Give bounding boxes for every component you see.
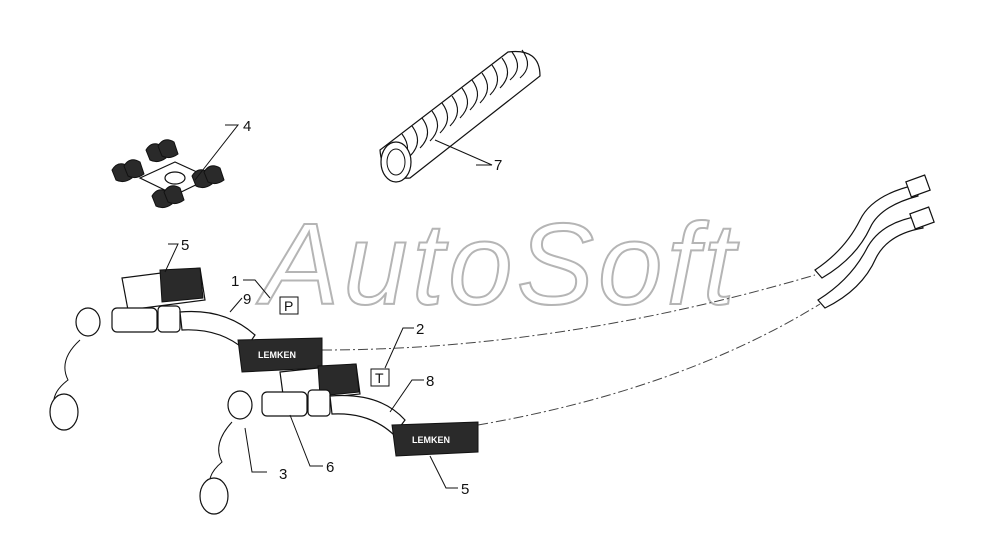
upper-coupling-assembly: LEMKEN xyxy=(49,267,323,431)
tank-label: T xyxy=(375,370,384,386)
watermark-text: AutoSoft xyxy=(256,199,740,329)
tank-label-box: T xyxy=(370,368,390,387)
part-number-5-bottom: 5 xyxy=(461,481,469,498)
connection-line-lower xyxy=(477,303,821,426)
part-number-7: 7 xyxy=(494,157,502,174)
part-number-1: 1 xyxy=(231,273,239,290)
corrugated-tube-part xyxy=(379,49,541,183)
pressure-label-box: P xyxy=(279,296,299,315)
part-number-6: 6 xyxy=(326,459,334,476)
hydraulic-hoses-part xyxy=(814,174,935,309)
hose-holder-part xyxy=(111,139,225,209)
part-number-3: 3 xyxy=(279,466,287,483)
part-number-8: 8 xyxy=(426,373,434,390)
lower-coupling-assembly: LEMKEN xyxy=(199,363,479,515)
pressure-label: P xyxy=(284,298,293,314)
leader-lines xyxy=(164,124,493,489)
part-number-4: 4 xyxy=(243,118,251,135)
part-number-9: 9 xyxy=(243,291,251,308)
brand-upper: LEMKEN xyxy=(258,350,296,360)
part-number-5-top: 5 xyxy=(181,237,189,254)
brand-lower: LEMKEN xyxy=(412,435,450,445)
connection-line-upper xyxy=(321,274,816,351)
part-number-2: 2 xyxy=(416,321,424,338)
